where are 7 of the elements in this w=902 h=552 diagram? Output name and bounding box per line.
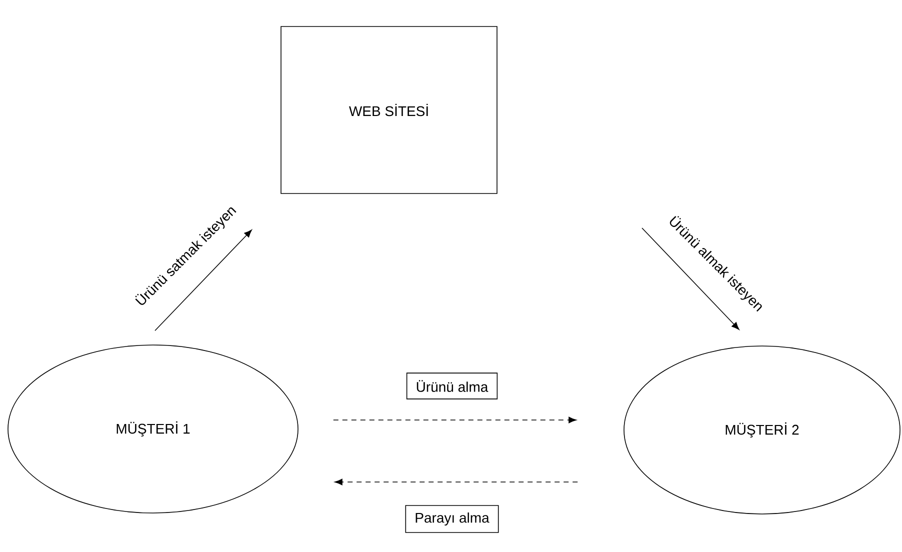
arrow	[334, 478, 578, 486]
arrow	[642, 228, 740, 330]
arrow	[154, 230, 252, 331]
edge-label: Ürünü alma	[406, 372, 498, 400]
arrow	[333, 416, 576, 424]
edge-label: Parayı alma	[405, 505, 499, 533]
website-box: WEB SİTESİ	[280, 26, 498, 194]
